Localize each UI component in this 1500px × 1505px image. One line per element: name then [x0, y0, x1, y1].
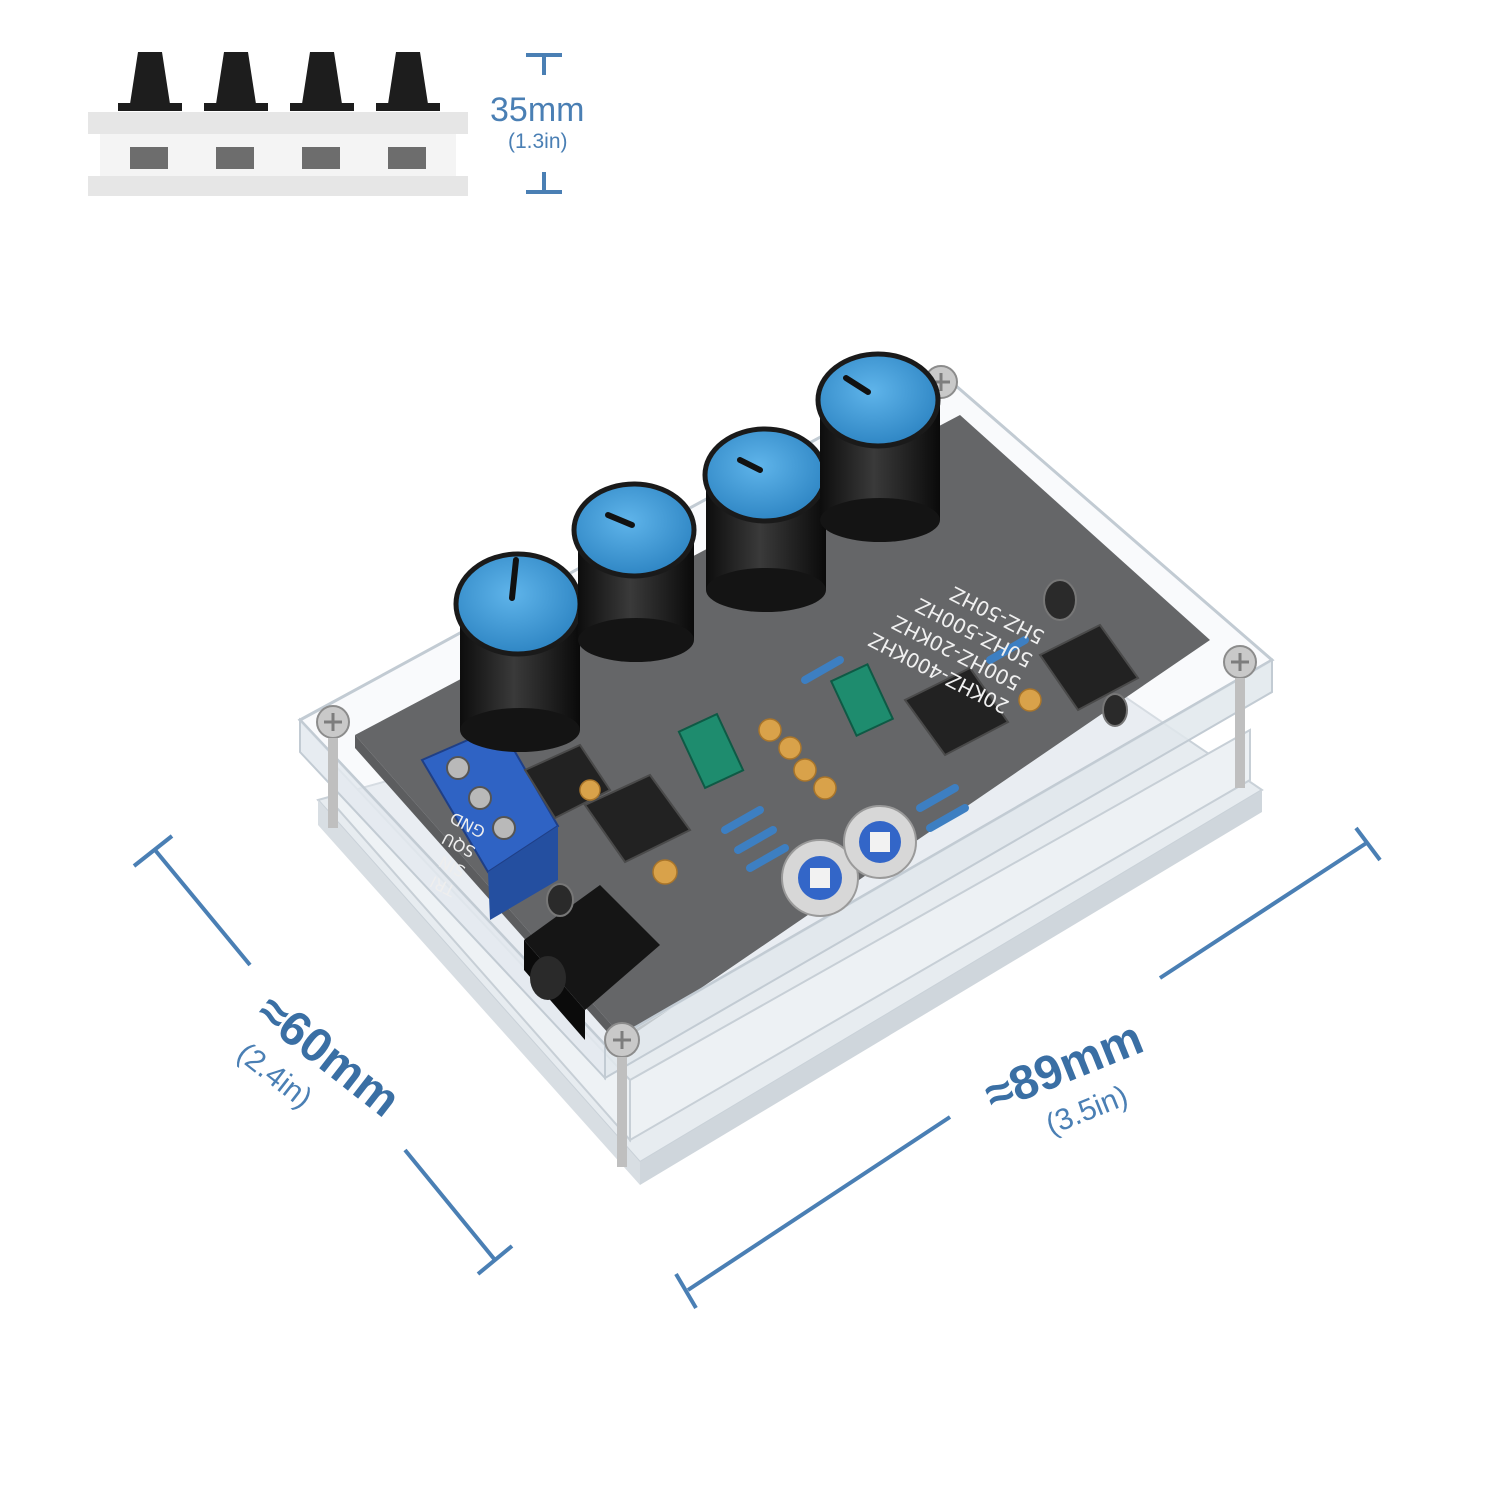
screw [316, 705, 350, 828]
height-dimension-line [526, 53, 562, 194]
electrolytic-capacitor [546, 579, 1128, 917]
knob-1[interactable] [453, 551, 583, 752]
capacitor [579, 688, 1042, 885]
function-generator-kit [297, 351, 1275, 1185]
jumper [677, 663, 895, 790]
knob-4[interactable] [815, 351, 941, 542]
knob-2[interactable] [571, 481, 697, 662]
height-sub-label: (1.3in) [508, 130, 568, 153]
resistor [721, 636, 1029, 872]
screw [604, 1022, 640, 1167]
knob-3[interactable] [702, 426, 828, 612]
side-view-diagram [88, 52, 468, 196]
screw [1223, 645, 1257, 788]
depth-dimension-line [132, 834, 514, 1276]
height-label: 35mm [490, 91, 585, 129]
trimmer-potentiometer [781, 805, 917, 917]
width-dimension-line [674, 826, 1382, 1310]
